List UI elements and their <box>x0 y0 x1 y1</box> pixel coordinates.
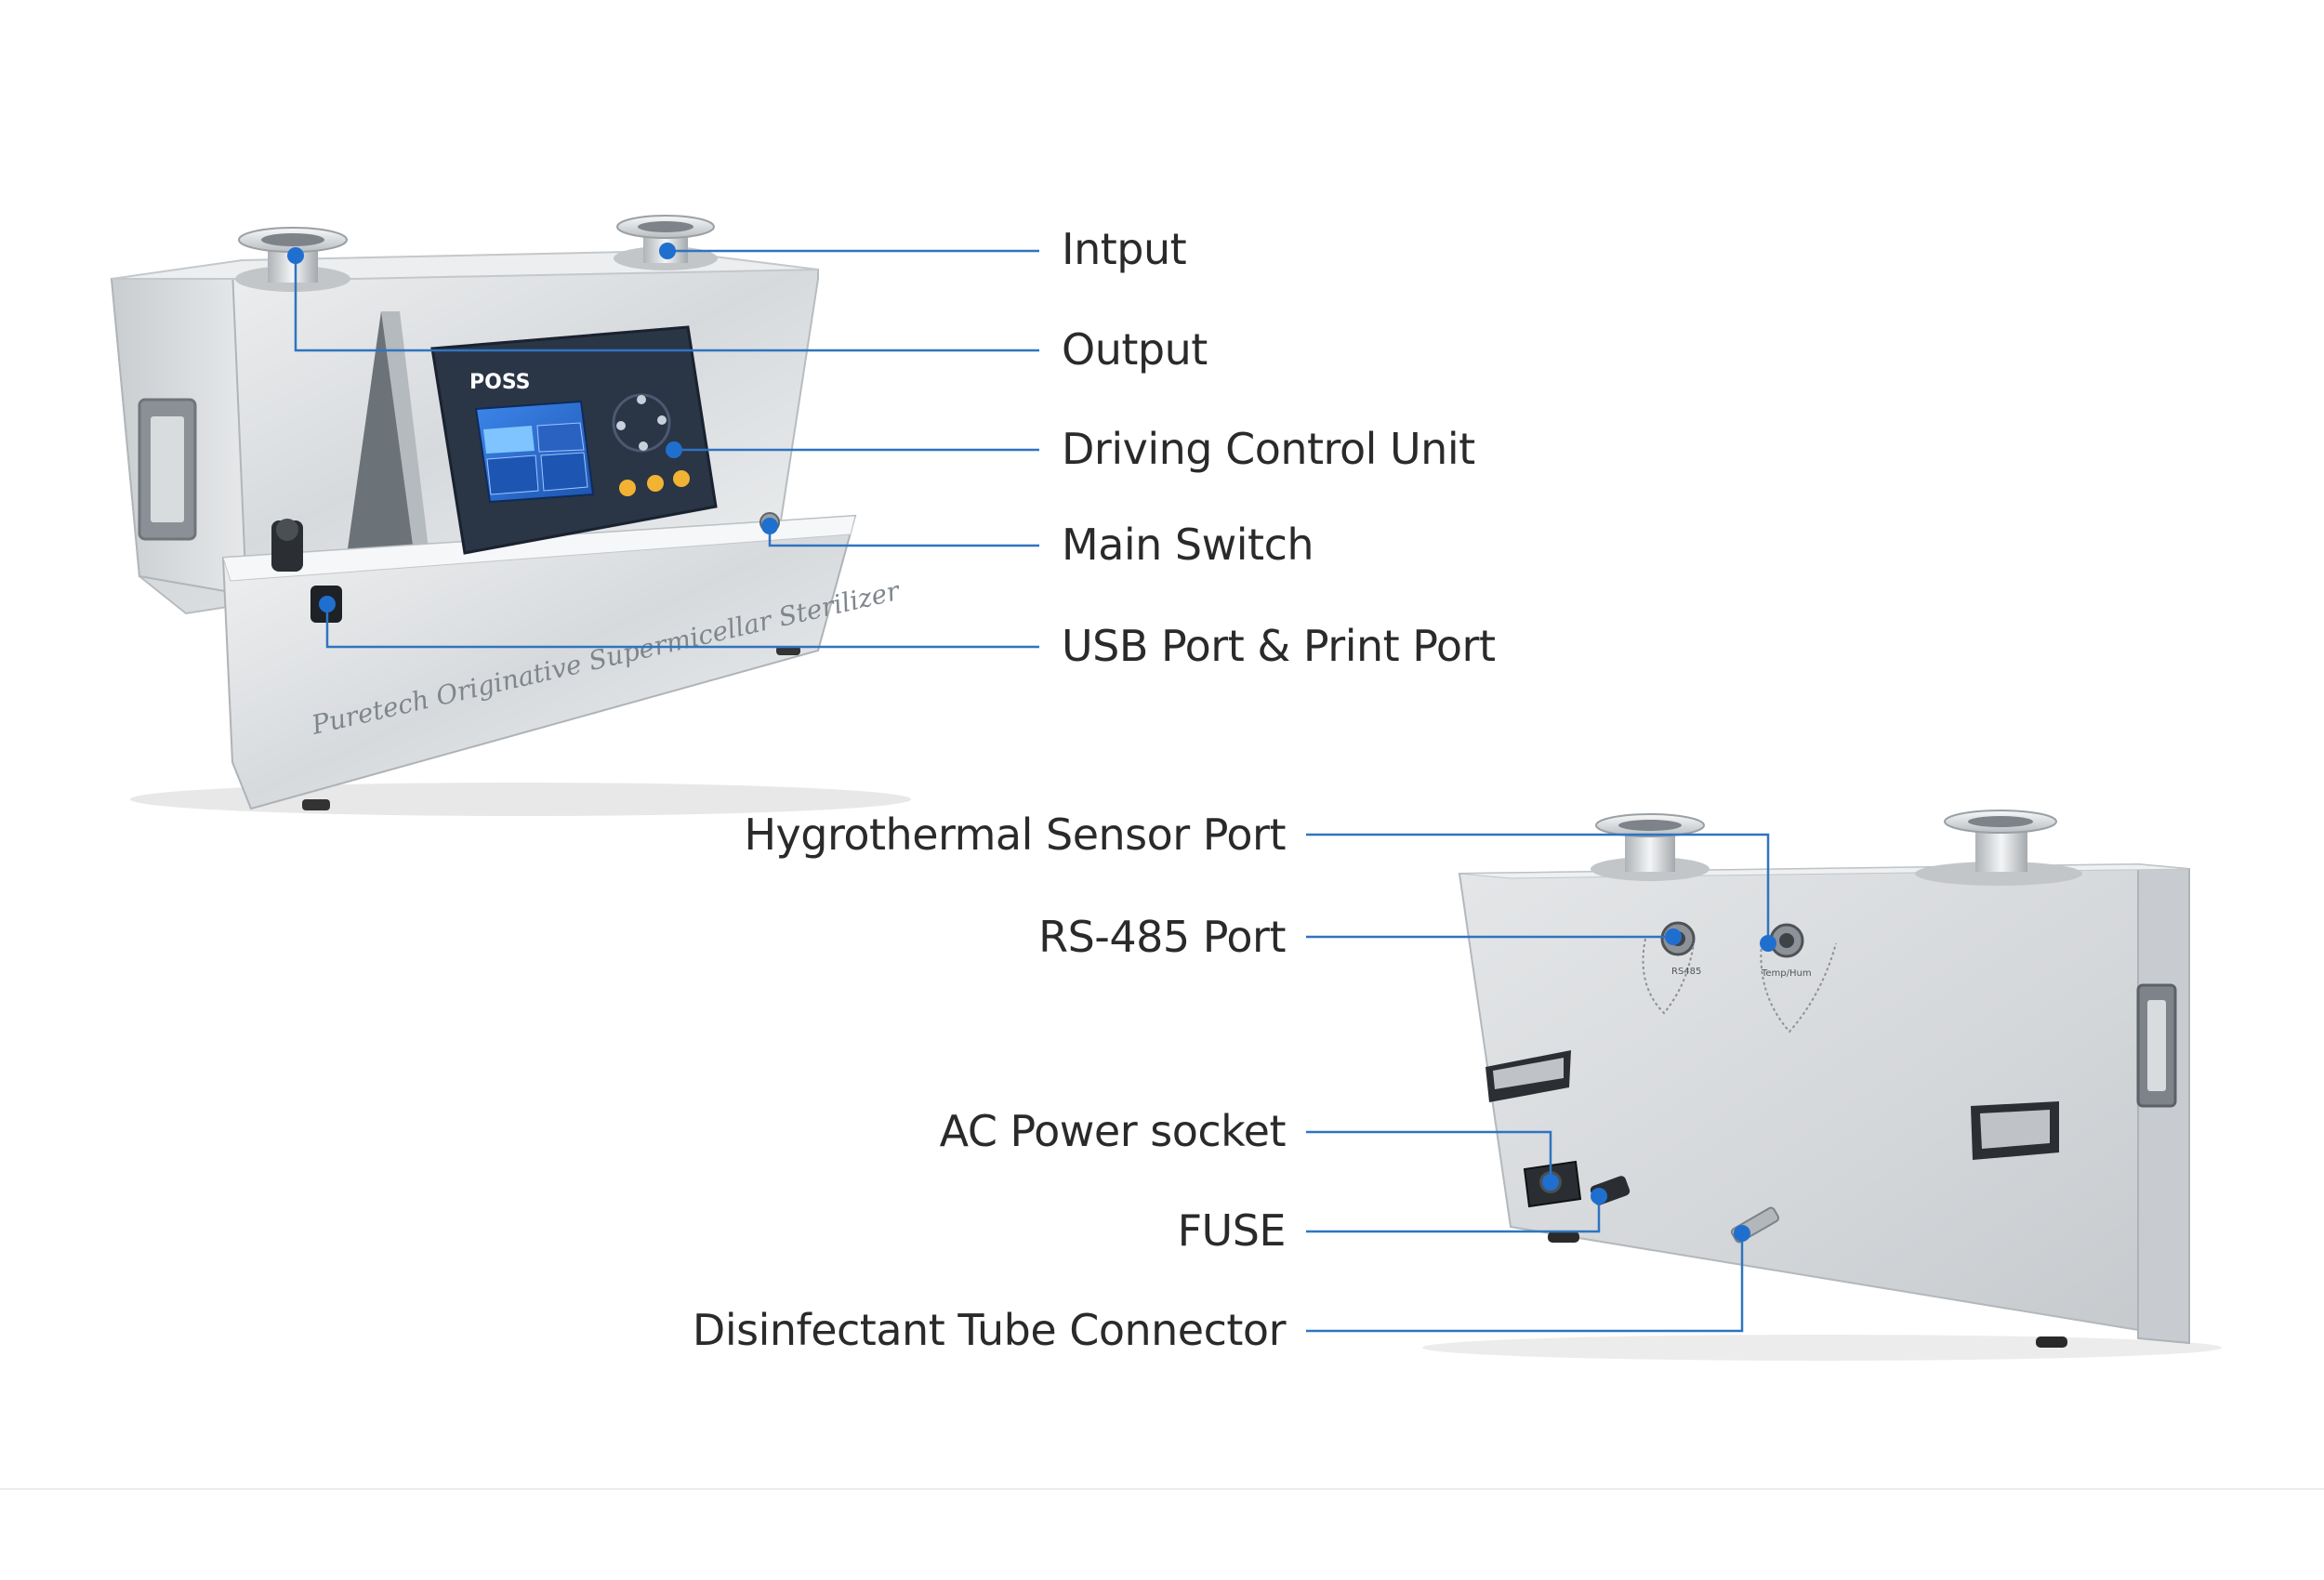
back-unit-shadow <box>1422 1335 2222 1361</box>
front-unit-illustration: POSS <box>110 215 911 816</box>
callout-dot-usb <box>319 596 336 612</box>
callout-dot-ac-power <box>1542 1174 1559 1191</box>
callout-dot-disinfectant <box>1734 1225 1750 1242</box>
back-flange-right <box>1915 810 2082 886</box>
back-unit-illustration: RS485 Temp/Hum <box>1422 810 2222 1361</box>
hygrothermal-port-tag: Temp/Hum <box>1761 968 1812 979</box>
label-ac-power-socket: AC Power socket <box>939 1106 1287 1156</box>
rs485-port-tag: RS485 <box>1671 967 1701 977</box>
back-foot-right <box>2036 1336 2067 1348</box>
front-flange-right <box>614 215 718 270</box>
control-keypad <box>612 393 690 496</box>
callout-line-fuse <box>1306 1196 1601 1233</box>
callout-dot-hygrothermal <box>1760 935 1776 952</box>
callout-line-usb <box>325 604 1039 649</box>
front-foot-right <box>776 646 800 655</box>
label-fuse: FUSE <box>1177 1205 1287 1256</box>
back-unit-rear-face <box>1458 862 2191 1340</box>
callout-line-hygrothermal <box>1306 833 1770 943</box>
callout-dot-rs485 <box>1665 928 1682 945</box>
front-flange-left <box>235 227 350 292</box>
back-handle-right <box>1971 1101 2059 1160</box>
callout-line-ac-power <box>1306 1130 1552 1182</box>
label-driving-control-unit: Driving Control Unit <box>1062 424 1475 474</box>
callout-dot-output <box>287 247 304 264</box>
callout-dot-main-switch <box>761 518 778 534</box>
label-output: Output <box>1062 324 1208 375</box>
callout-dot-driving-control <box>666 441 682 458</box>
back-foot-left <box>1548 1231 1579 1243</box>
callout-dot-intput <box>659 243 676 259</box>
back-flange-left <box>1591 813 1710 881</box>
label-disinfectant-tube-connector: Disinfectant Tube Connector <box>692 1305 1287 1355</box>
label-usb-print-port: USB Port & Print Port <box>1062 621 1496 671</box>
label-intput: Intput <box>1062 224 1187 274</box>
label-rs485-port: RS-485 Port <box>1038 912 1286 962</box>
callout-dots <box>287 243 1776 1242</box>
front-foot-left <box>302 799 330 810</box>
brand-logo: POSS <box>469 371 531 394</box>
hygrothermal-sensor-port: Temp/Hum <box>1760 923 1837 1034</box>
callout-line-disinfectant <box>1306 1233 1744 1333</box>
callout-dot-fuse <box>1591 1188 1607 1205</box>
label-hygrothermal-sensor-port: Hygrothermal Sensor Port <box>744 810 1286 860</box>
bottom-divider <box>0 1488 2324 1490</box>
label-main-switch: Main Switch <box>1062 520 1314 570</box>
back-handle-left <box>1486 1050 1571 1102</box>
callout-line-output <box>294 256 1039 352</box>
